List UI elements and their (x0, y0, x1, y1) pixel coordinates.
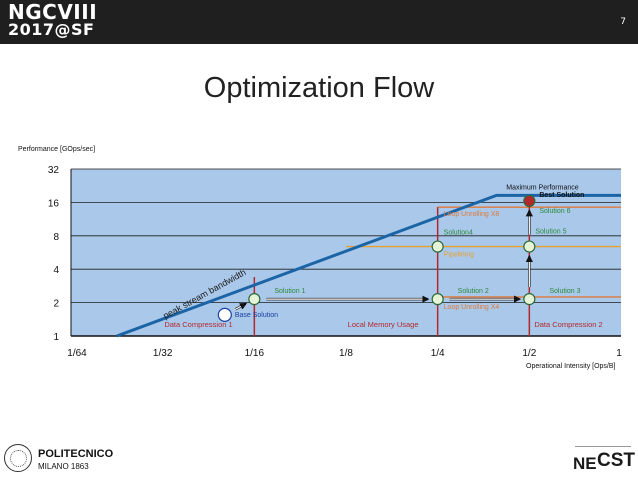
y-tick-label-32: 32 (48, 165, 60, 176)
politecnico-city: MILANO 1863 (38, 462, 89, 471)
x-axis-label: Operational Intensity [Ops/B] (526, 363, 616, 370)
necst-logo: NE CST (571, 446, 635, 476)
solution-label-2: Solution 2 (458, 288, 489, 295)
x-tick-label-1: 1 (616, 348, 622, 359)
solution-label-4: Solution4 (444, 230, 473, 237)
wall-label-1: Local Memory Usage (348, 320, 419, 329)
y-tick-label-4: 4 (53, 265, 59, 276)
y-tick-label-2: 2 (53, 299, 59, 310)
roofline-chart: 1 2 4 8 16 32 1/64 1/32 1/16 1/8 1/4 1/2 1 Performanc… (4, 132, 633, 388)
y-tick-label-1: 1 (53, 332, 59, 343)
ceiling-label-1: Pipelining (444, 252, 474, 259)
solution-label-5: Solution 5 (535, 229, 566, 236)
ceiling-label-2: Loop Unrolling X4 (444, 304, 500, 311)
best-solution-label: Best Solution (539, 192, 584, 199)
x-tick-label-1-8: 1/8 (339, 348, 353, 359)
necst-ne: NE (573, 454, 597, 473)
politecnico-seal-icon (4, 444, 32, 472)
solution-marker-2 (431, 293, 444, 306)
conference-name: NGCVIII (8, 0, 98, 24)
x-tick-label-1-32: 1/32 (153, 348, 173, 359)
solution-label-1: Solution 1 (274, 288, 305, 295)
solution-label-6: Solution 6 (539, 208, 570, 215)
necst-cst: CST (597, 450, 635, 471)
y-tick-label-8: 8 (53, 232, 59, 243)
politecnico-name: POLITECNICO (38, 448, 114, 460)
necst-divider (575, 446, 631, 450)
max-performance-label: Maximum Performance (506, 184, 578, 191)
solution-marker-5 (523, 240, 536, 253)
transition-arrow-fill-0 (235, 302, 248, 310)
solution-marker-4 (431, 240, 444, 253)
y-axis-label: Performance [GOps/sec] (18, 146, 95, 153)
ceiling-label-0: Loop Unrolling X8 (444, 211, 500, 218)
x-tick-label-1-16: 1/16 (245, 348, 265, 359)
roofline (116, 193, 621, 338)
chart-svg: 1 2 4 8 16 32 1/64 1/32 1/16 1/8 1/4 1/2 1 Performanc… (4, 132, 633, 388)
x-tick-label-1-64: 1/64 (67, 348, 87, 359)
conference-year: 2017@SF (8, 20, 95, 39)
solution-label-0: Base Solution (235, 312, 278, 319)
slide-title: Optimization Flow (203, 72, 435, 104)
wall-label-0: Data Compression 1 (164, 320, 232, 329)
x-tick-label-1-4: 1/4 (431, 348, 445, 359)
header-bar: NGCVIII 2017@SF 7 (0, 0, 638, 44)
x-tick-label-1-2: 1/2 (522, 348, 536, 359)
solution-marker-1 (248, 293, 261, 306)
solution-marker-6 (523, 194, 536, 208)
conference-logo: NGCVIII 2017@SF (8, 0, 98, 39)
wall-label-2: Data Compression 2 (534, 320, 602, 329)
y-tick-label-16: 16 (48, 198, 60, 209)
solution-marker-0 (217, 307, 232, 322)
solution-marker-3 (523, 293, 536, 306)
solution-label-3: Solution 3 (549, 288, 580, 295)
slide-number: 7 (620, 17, 626, 27)
